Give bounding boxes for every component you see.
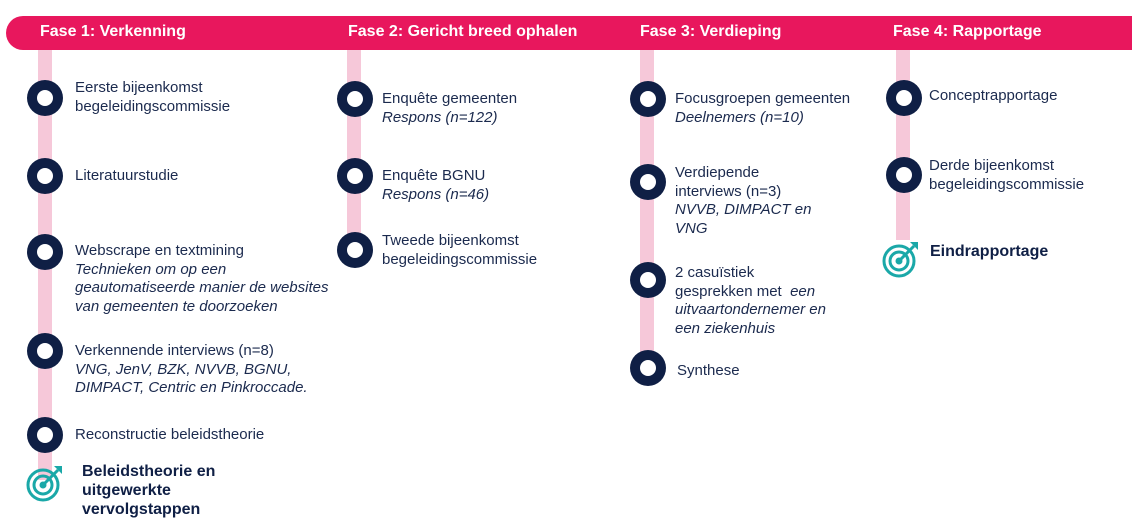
goal-text: Beleidstheorie en <box>82 463 216 480</box>
phase-2-item-2: Enquête BGNU Respons (n=46) <box>382 167 489 204</box>
item-text: Verkennende interviews (n=8) <box>75 342 274 359</box>
phase-4-title: Fase 4: Rapportage <box>893 23 1042 40</box>
item-detail: VNG <box>675 219 708 237</box>
item-detail: uitvaartondernemer en <box>675 301 826 318</box>
goal-text: uitgewerkte <box>82 482 171 499</box>
item-text: 2 casuïstiek <box>675 264 755 281</box>
phase-1-item-4: Verkennende interviews (n=8) VNG, JenV, … <box>75 342 308 398</box>
phase-2-title: Fase 2: Gericht breed ophalen <box>348 23 578 40</box>
milestone-dot-icon <box>630 164 666 200</box>
phase-1-item-5: Reconstructie beleidstheorie <box>75 426 264 445</box>
item-detail: VNG, JenV, BZK, NVVB, BGNU, <box>75 360 292 378</box>
milestone-dot-icon <box>27 417 63 453</box>
item-detail: Deelnemers (n=10) <box>675 108 804 126</box>
item-detail: geautomatiseerde manier de websites <box>75 279 329 296</box>
phase-1-title: Fase 1: Verkenning <box>40 23 186 40</box>
phase-4-track <box>896 50 910 240</box>
item-detail: een ziekenhuis <box>675 319 776 337</box>
item-text: Literatuurstudie <box>75 167 179 184</box>
item-text: Derde bijeenkomst <box>929 157 1055 174</box>
milestone-dot-icon <box>27 234 63 270</box>
item-detail: Respons (n=122) <box>382 108 498 126</box>
phase-1-item-3: Webscrape en textmining Technieken om op… <box>75 242 328 316</box>
item-text: interviews (n=3) <box>675 182 782 200</box>
milestone-dot-icon <box>630 81 666 117</box>
milestone-dot-icon <box>886 80 922 116</box>
item-text: Enquête BGNU <box>382 167 486 184</box>
milestone-dot-icon <box>337 158 373 194</box>
item-text: Focusgroepen gemeenten <box>675 90 851 107</box>
phase-3-item-2: Verdiepende interviews (n=3) NVVB, DIMPA… <box>675 164 811 238</box>
item-text: Webscrape en textmining <box>75 242 244 259</box>
phase-banner <box>6 16 1132 50</box>
milestone-dot-icon <box>337 81 373 117</box>
item-text: Enquête gemeenten <box>382 90 518 107</box>
item-detail: Technieken om op een <box>75 260 227 278</box>
item-detail: Respons (n=46) <box>382 185 490 203</box>
item-text: begeleidingscommissie <box>929 175 1085 193</box>
phase-1-item-2: Literatuurstudie <box>75 167 178 186</box>
phase-3-item-3: 2 casuïstiek gesprekken met een uitvaart… <box>675 264 826 338</box>
phase-4-goal: Eindrapportage <box>930 242 1048 261</box>
item-text: Eerste bijeenkomst <box>75 79 203 96</box>
goal-text: Eindrapportage <box>930 243 1049 260</box>
phase-1-goal: Beleidstheorie en uitgewerkte vervolgsta… <box>82 462 215 519</box>
phase-2-item-3: Tweede bijeenkomst begeleidingscommissie <box>382 232 537 269</box>
item-text: Synthese <box>677 362 740 379</box>
target-arrow-icon <box>882 242 918 278</box>
phase-3-item-1: Focusgroepen gemeenten Deelnemers (n=10) <box>675 90 850 127</box>
goal-text: vervolgstappen <box>82 501 201 518</box>
item-text: gesprekken met <box>675 282 782 300</box>
item-detail: van gemeenten te doorzoeken <box>75 297 278 315</box>
phase-2-track <box>347 50 361 250</box>
item-text: Reconstructie beleidstheorie <box>75 426 265 443</box>
phase-4-item-1: Conceptrapportage <box>929 87 1057 106</box>
phase-4-item-2: Derde bijeenkomst begeleidingscommissie <box>929 157 1084 194</box>
item-detail: een <box>790 282 816 300</box>
item-text: Conceptrapportage <box>929 87 1058 104</box>
phase-1-item-1: Eerste bijeenkomst begeleidingscommissie <box>75 79 230 116</box>
milestone-dot-icon <box>630 262 666 298</box>
item-text: Tweede bijeenkomst <box>382 232 519 249</box>
milestone-dot-icon <box>27 333 63 369</box>
item-text: begeleidingscommissie <box>75 97 231 115</box>
milestone-dot-icon <box>27 80 63 116</box>
milestone-dot-icon <box>337 232 373 268</box>
item-detail: DIMPACT, Centric en Pinkroccade. <box>75 379 308 396</box>
milestone-dot-icon <box>886 157 922 193</box>
milestone-dot-icon <box>27 158 63 194</box>
target-arrow-icon <box>26 466 62 502</box>
phase-2-item-1: Enquête gemeenten Respons (n=122) <box>382 90 517 127</box>
item-text: begeleidingscommissie <box>382 250 538 268</box>
phase-3-item-4: Synthese <box>677 362 740 381</box>
phase-3-title: Fase 3: Verdieping <box>640 23 782 40</box>
milestone-dot-icon <box>630 350 666 386</box>
item-text: Verdiepende <box>675 164 760 181</box>
item-detail: NVVB, DIMPACT en <box>675 201 812 218</box>
